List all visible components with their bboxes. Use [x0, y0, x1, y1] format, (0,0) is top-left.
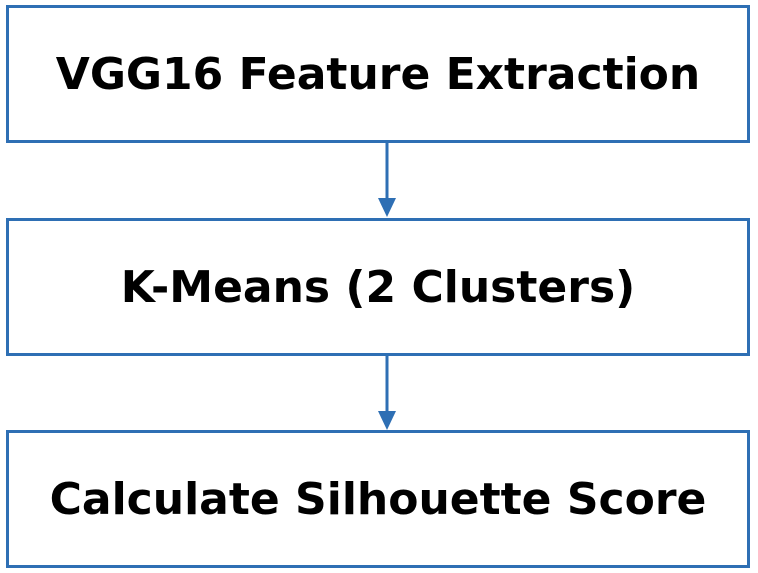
- step-box-calculate-silhouette-score: Calculate Silhouette Score: [6, 430, 750, 568]
- flow-arrow-1: [378, 142, 396, 217]
- arrow-head: [378, 411, 396, 430]
- step-label: Calculate Silhouette Score: [49, 473, 707, 525]
- flow-arrow-2: [378, 355, 396, 430]
- step-box-vgg16-feature-extraction: VGG16 Feature Extraction: [6, 5, 750, 143]
- step-box-k-means: K-Means (2 Clusters): [6, 218, 750, 356]
- step-label: K-Means (2 Clusters): [120, 261, 636, 313]
- step-label: VGG16 Feature Extraction: [55, 48, 701, 100]
- arrow-head: [378, 198, 396, 217]
